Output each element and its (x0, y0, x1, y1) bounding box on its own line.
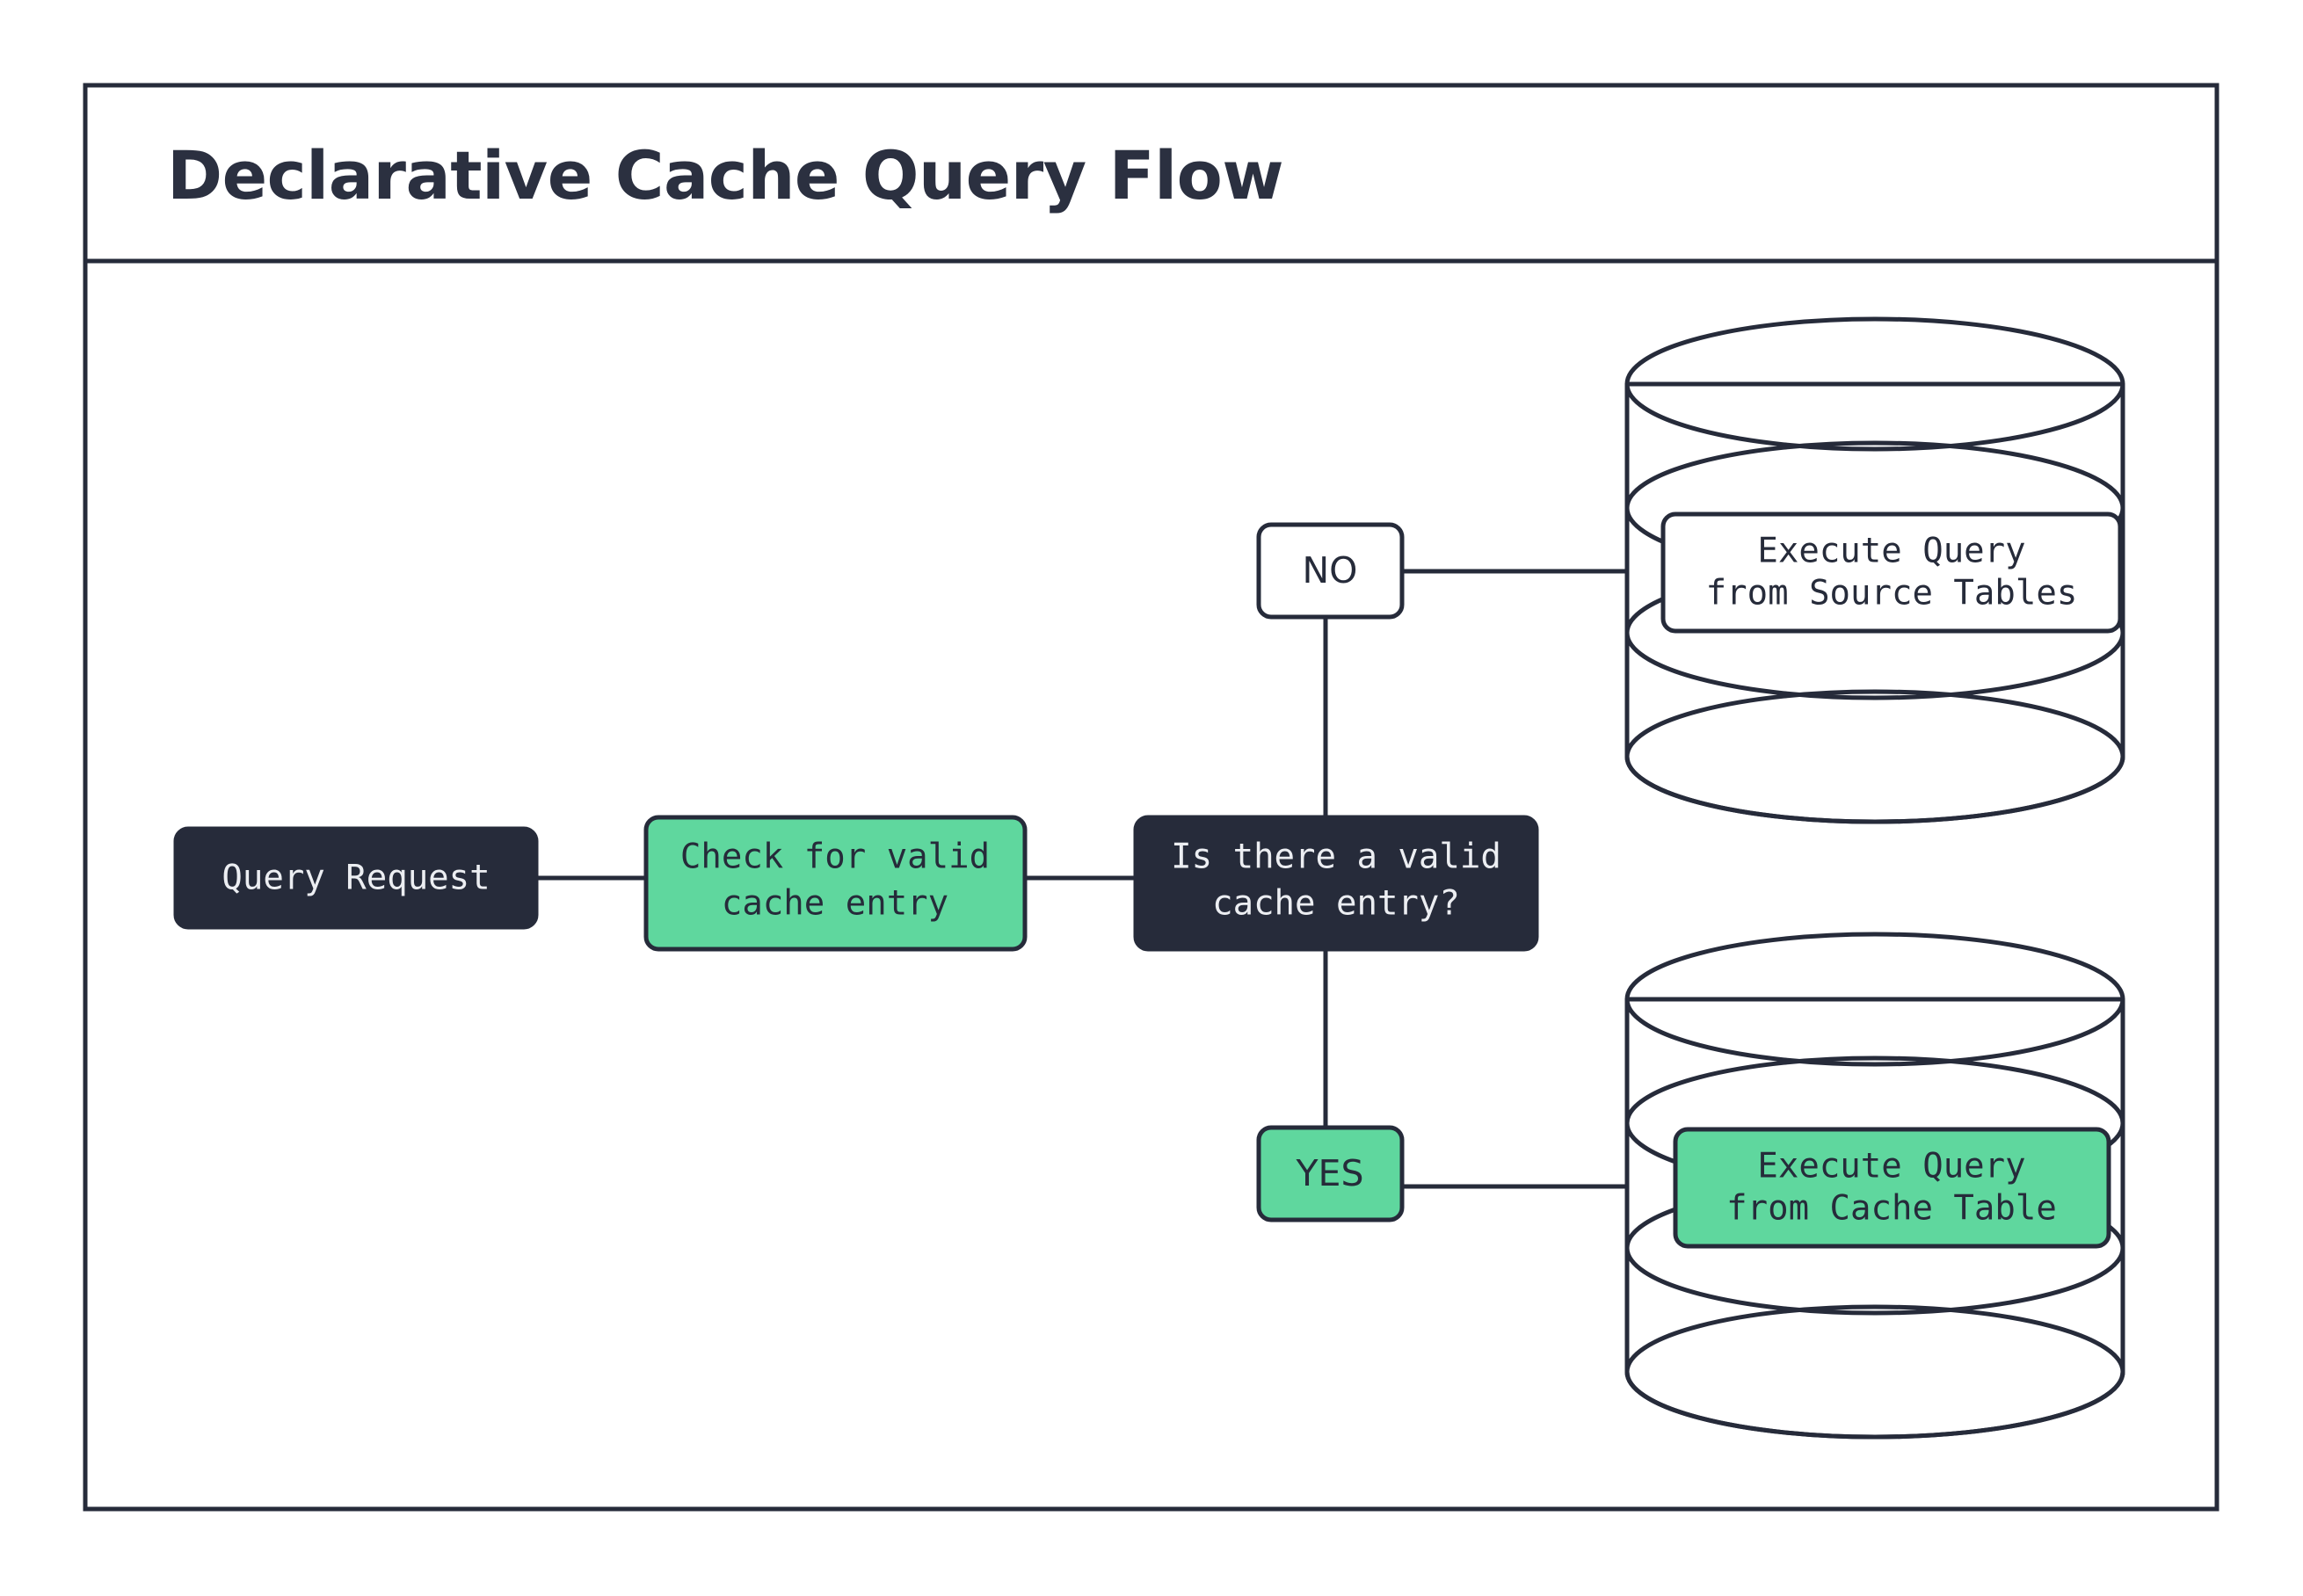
node-execute-query-cache-table[interactable]: Execute Query from Cache Table (1673, 1127, 2111, 1249)
node-execute-query-cache-line2: from Cache Table (1726, 1189, 2057, 1229)
node-execute-query-cache-line1: Execute Query (1757, 1147, 2025, 1186)
node-execute-query-source-tables[interactable]: Execute Query from Source Tables (1660, 511, 2123, 634)
node-execute-query-source-line2: from Source Tables (1706, 574, 2078, 613)
node-execute-query-source-line1: Execute Query (1757, 532, 2025, 571)
cylinder-disc-source-4 (1624, 689, 2125, 824)
node-execute-query-source-box[interactable] (1660, 511, 2123, 634)
node-check-cache-entry-line1: Check for valid (680, 838, 990, 877)
node-decision-box[interactable] (1133, 815, 1539, 952)
branch-label-yes-text: YES (1296, 1152, 1364, 1194)
node-decision-valid-cache[interactable]: Is there a valid cache entry? (1133, 815, 1539, 952)
branch-label-no-text: NO (1303, 549, 1358, 591)
node-query-request[interactable]: Query Request (173, 826, 539, 930)
node-execute-query-cache-box[interactable] (1673, 1127, 2111, 1249)
branch-label-yes-box[interactable] (1256, 1125, 1405, 1222)
node-check-cache-entry[interactable]: Check for valid cache entry (643, 815, 1028, 952)
cylinder-disc-cache-1 (1624, 932, 2125, 1067)
branch-label-yes[interactable]: YES (1256, 1125, 1405, 1222)
branch-label-no-box[interactable] (1256, 522, 1405, 620)
cylinder-disc-cache-4 (1624, 1304, 2125, 1440)
branch-label-no[interactable]: NO (1256, 522, 1405, 620)
node-query-request-box[interactable] (173, 826, 539, 930)
cylinder-disc-source-1 (1624, 316, 2125, 452)
node-check-cache-entry-line2: cache entry (722, 884, 948, 924)
node-decision-line2: cache entry? (1212, 884, 1460, 924)
node-check-cache-entry-box[interactable] (643, 815, 1028, 952)
node-decision-line1: Is there a valid (1171, 838, 1501, 877)
page-title: Declarative Cache Query Flow (167, 136, 1283, 214)
node-query-request-label: Query Request (222, 859, 490, 898)
